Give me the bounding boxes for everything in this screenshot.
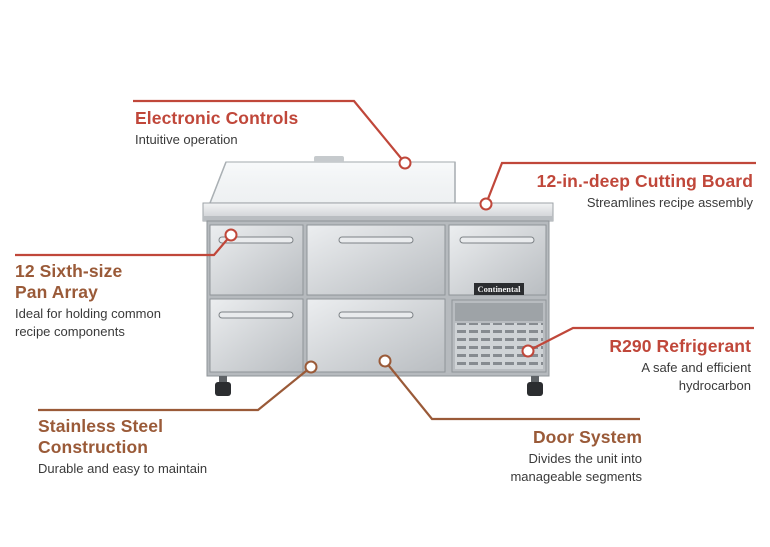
callout-desc: recipe components — [15, 324, 125, 339]
callout-desc: Divides the unit into — [528, 451, 642, 466]
cutting-board — [202, 202, 554, 222]
callout-refrigerant: R290 Refrigerant A safe and efficient hy… — [609, 336, 751, 395]
dot-electronic-controls — [398, 156, 412, 170]
callout-desc: Streamlines recipe assembly — [586, 195, 753, 210]
callout-title: Door System — [532, 427, 642, 447]
glass-lid — [209, 156, 456, 204]
callout-pan-array: 12 Sixth-size Pan Array Ideal for holdin… — [15, 261, 161, 341]
leader-refrigerant — [527, 326, 754, 352]
leader-electronic-controls — [133, 99, 406, 164]
callout-desc: Ideal for holding common — [15, 306, 161, 321]
callout-desc: A safe and efficient — [641, 360, 751, 375]
leader-cutting-board — [484, 161, 756, 205]
callout-cutting-board: 12-in.-deep Cutting Board Streamlines re… — [537, 171, 753, 212]
dot-pan-array — [224, 228, 238, 242]
leader-door-system — [384, 360, 640, 421]
callout-title: Stainless Steel — [38, 416, 164, 436]
callout-stainless-steel: Stainless Steel Construction Durable and… — [38, 416, 207, 478]
callout-title: Construction — [38, 437, 149, 457]
callout-electronic-controls: Electronic Controls Intuitive operation — [135, 108, 298, 149]
cabinet — [206, 220, 550, 377]
leader-stainless — [38, 366, 312, 412]
callout-desc: manageable segments — [510, 469, 642, 484]
callout-door-system: Door System Divides the unit into manage… — [510, 427, 642, 486]
callout-desc: Intuitive operation — [135, 132, 238, 147]
callout-title: 12 Sixth-size — [15, 261, 123, 281]
casters — [215, 376, 543, 396]
callout-title: Electronic Controls — [135, 108, 299, 128]
callout-title: R290 Refrigerant — [609, 336, 751, 356]
callout-title: 12-in.-deep Cutting Board — [536, 171, 753, 191]
dot-refrigerant — [521, 344, 535, 358]
dot-cutting-board — [479, 197, 493, 211]
callout-desc: Durable and easy to maintain — [38, 461, 208, 476]
callout-desc: hydrocarbon — [678, 378, 751, 393]
callout-title: Pan Array — [15, 282, 98, 302]
dot-stainless — [304, 360, 318, 374]
brand-logo: Continental — [477, 284, 521, 294]
dot-door-system — [378, 354, 392, 368]
leader-pan-array — [15, 234, 232, 257]
